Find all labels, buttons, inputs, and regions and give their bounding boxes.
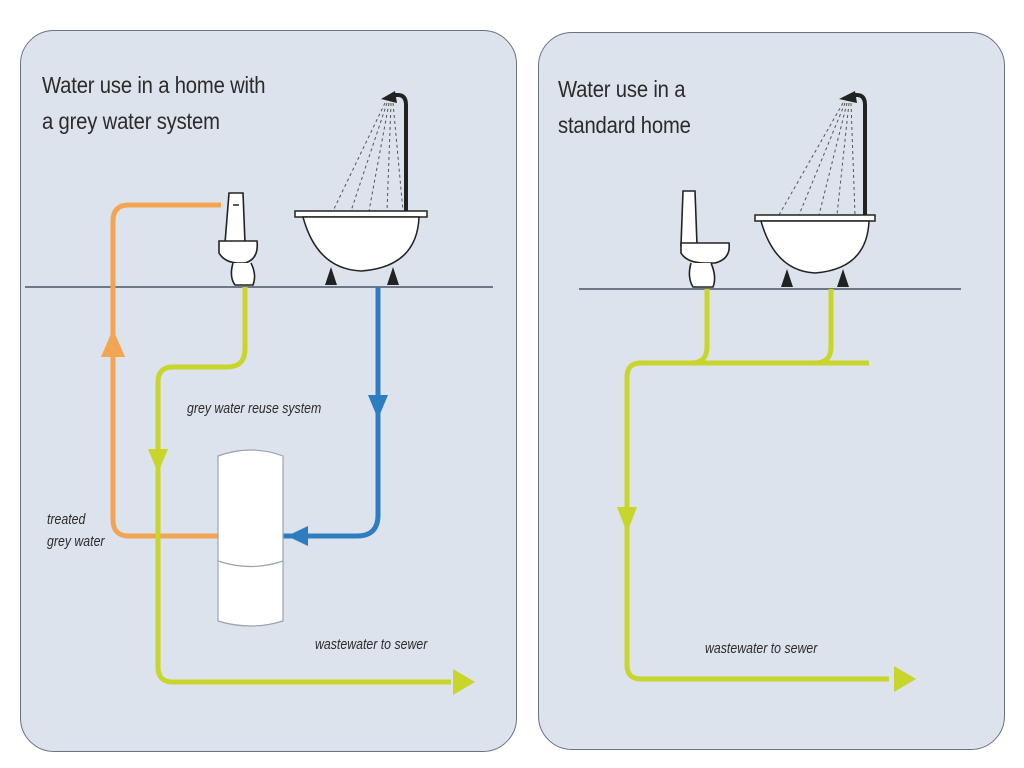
grey-water-pipe	[283, 287, 381, 539]
flow-arrow-icon	[894, 666, 916, 692]
standard-home-diagram	[579, 91, 961, 692]
grey-water-home-panel: Water use in a home with a grey water sy…	[20, 30, 517, 752]
wastewater-pipe	[624, 289, 889, 682]
flow-arrow-icon	[287, 526, 308, 546]
toilet-icon	[218, 192, 259, 286]
flow-arrow-icon	[617, 507, 637, 533]
flow-arrow-icon	[368, 395, 388, 419]
treated-grey-water-pipe	[110, 202, 221, 539]
panel-title: Water use in a home with a grey water sy…	[42, 67, 266, 139]
treated-label-line-2: grey water	[47, 534, 105, 550]
grey-water-home-diagram	[25, 91, 493, 695]
flow-arrow-icon	[453, 669, 475, 695]
title-line-2: standard home	[558, 112, 691, 138]
treated-label-line-1: treated	[47, 512, 86, 528]
wastewater-to-sewer-label: wastewater to sewer	[315, 637, 428, 653]
grey-water-reuse-system-label: grey water reuse system	[187, 401, 322, 417]
bathtub-icon	[294, 210, 428, 285]
storage-tank-icon	[217, 449, 284, 627]
wastewater-pipe	[155, 287, 451, 685]
panel-title: Water use in a standard home	[558, 71, 691, 143]
treated-grey-water-label: treated grey water	[47, 509, 105, 553]
shower-head-icon	[332, 91, 408, 212]
standard-home-panel: Water use in a standard home wastewater …	[538, 32, 1005, 750]
shower-head-icon	[778, 91, 867, 216]
title-line-1: Water use in a home with	[42, 72, 266, 98]
toilet-icon	[680, 190, 731, 288]
flow-arrow-icon	[101, 329, 125, 357]
title-line-2: a grey water system	[42, 108, 220, 134]
bathtub-icon	[754, 214, 876, 287]
title-line-1: Water use in a	[558, 76, 686, 102]
wastewater-pipe	[814, 289, 869, 366]
flow-arrow-icon	[148, 449, 168, 473]
wastewater-to-sewer-label: wastewater to sewer	[705, 641, 818, 657]
